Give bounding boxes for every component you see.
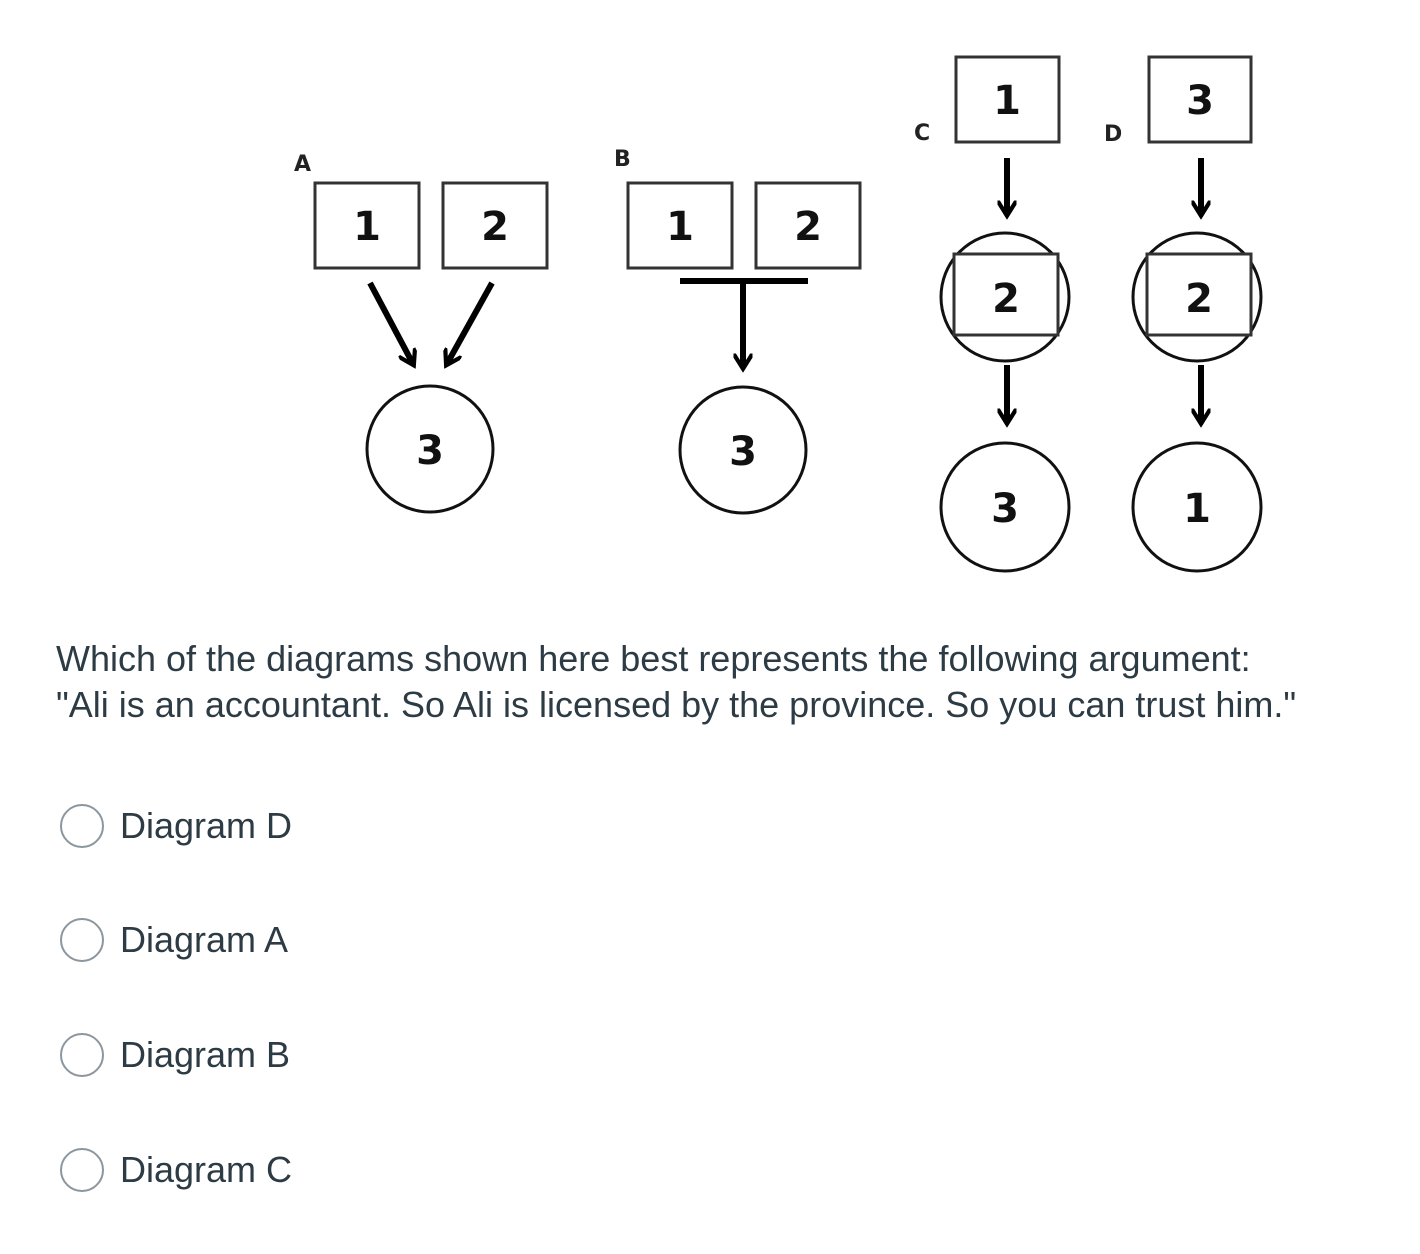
diagram-d-letter: D [1104, 122, 1122, 147]
diagram-a-letter: A [294, 152, 311, 177]
diagram-d-top-number: 3 [1186, 78, 1214, 124]
diagram-d: D 3 2 1 [1104, 55, 1263, 573]
diagram-d-top-box [1147, 55, 1253, 144]
answer-option-label: Diagram B [120, 1034, 291, 1075]
diagram-a-premise-2-number: 2 [481, 204, 509, 250]
answer-option-diagram-d[interactable]: Diagram D [60, 798, 292, 854]
answer-option-diagram-c[interactable]: Diagram C [60, 1142, 292, 1198]
radio-button[interactable] [60, 804, 104, 848]
answer-option-label: Diagram D [120, 805, 293, 846]
diagram-d-bottom-number: 1 [1183, 486, 1211, 532]
diagram-c: C 1 2 3 [914, 55, 1071, 573]
diagram-d-middle-number: 2 [1185, 276, 1213, 322]
diagram-a-conclusion-number: 3 [416, 428, 444, 474]
diagram-a-premise-2-box [441, 181, 549, 270]
answer-option-diagram-a[interactable]: Diagram A [60, 912, 288, 968]
diagram-a-premise-1-box [313, 181, 421, 270]
question-line-2: "Ali is an accountant. So Ali is license… [56, 684, 1297, 725]
diagram-c-middle-box [952, 252, 1060, 337]
diagram-a: A 1 2 3 [294, 152, 549, 514]
diagram-c-top-box [954, 55, 1061, 144]
answer-option-label: Diagram A [120, 919, 289, 960]
diagram-c-bottom-circle [939, 441, 1071, 573]
radio-button[interactable] [60, 918, 104, 962]
diagram-c-middle-number: 2 [992, 276, 1020, 322]
diagram-b-premise-1-number: 1 [666, 204, 694, 250]
radio-button[interactable] [60, 1033, 104, 1077]
diagram-b-letter: B [614, 147, 631, 172]
answer-option-diagram-b[interactable]: Diagram B [60, 1027, 290, 1083]
diagram-c-top-number: 1 [993, 78, 1021, 124]
diagram-b-premise-1-box [626, 181, 734, 270]
question-text: Which of the diagrams shown here best re… [56, 636, 1396, 728]
diagram-b-premise-2-box [754, 181, 862, 270]
radio-button[interactable] [60, 1148, 104, 1192]
diagram-a-conclusion-circle [365, 384, 495, 514]
question-line-1: Which of the diagrams shown here best re… [56, 638, 1251, 679]
diagram-a-arrow-right [448, 281, 495, 362]
diagram-b-conclusion-number: 3 [729, 429, 757, 475]
diagram-c-bottom-number: 3 [991, 486, 1019, 532]
argument-diagrams-figure: A 1 2 3 B 1 2 3 C 1 2 3 D 3 [294, 55, 1263, 573]
diagram-d-bottom-circle [1131, 441, 1263, 573]
diagram-d-middle-box [1145, 252, 1253, 337]
diagram-a-arrow-left [367, 281, 412, 362]
diagram-c-letter: C [914, 121, 930, 146]
diagram-a-premise-1-number: 1 [353, 204, 381, 250]
diagram-b-premise-2-number: 2 [794, 204, 822, 250]
diagram-b-conclusion-circle [678, 385, 808, 515]
diagram-b: B 1 2 3 [614, 147, 862, 515]
answer-option-label: Diagram C [120, 1149, 293, 1190]
